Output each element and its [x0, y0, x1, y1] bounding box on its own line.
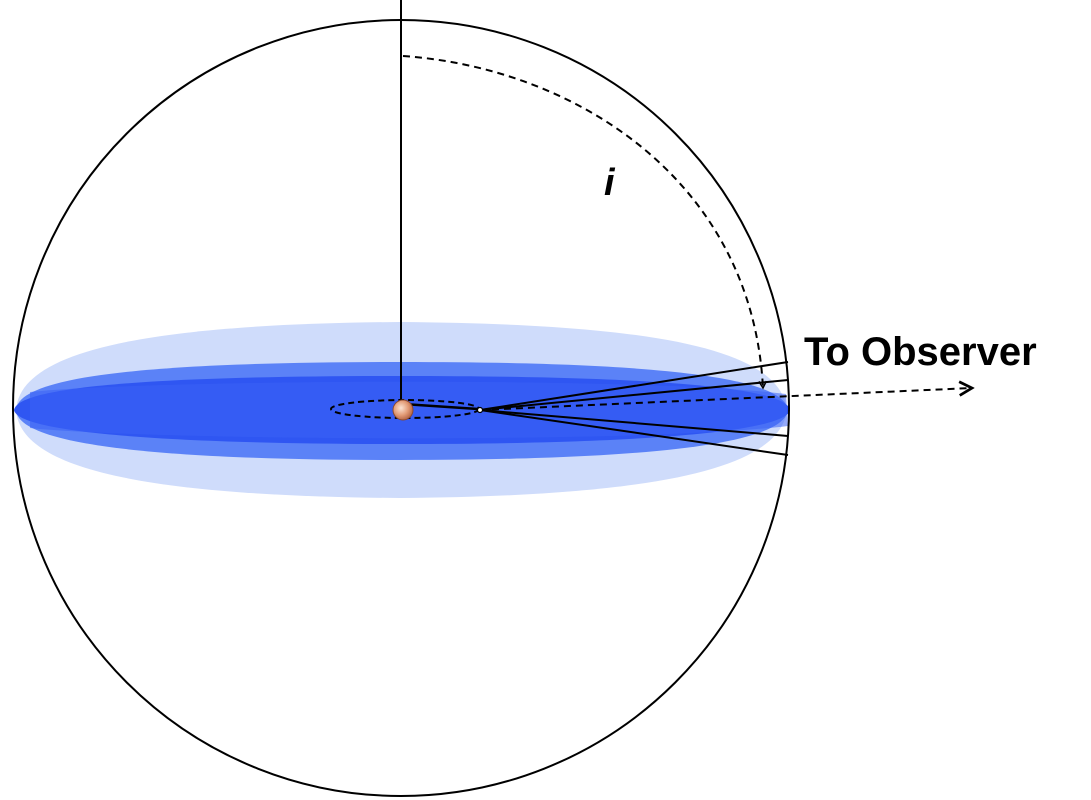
- companion-object: [476, 406, 484, 414]
- inclination-label: i: [604, 162, 616, 204]
- to-observer-label: To Observer: [804, 330, 1037, 374]
- binary-separation-line: [402, 402, 479, 411]
- inclination-angle-arc: [402, 55, 763, 388]
- central-star: [392, 399, 414, 421]
- observer-sightline-arrow: [479, 388, 972, 411]
- sightline-wedge: [479, 361, 789, 456]
